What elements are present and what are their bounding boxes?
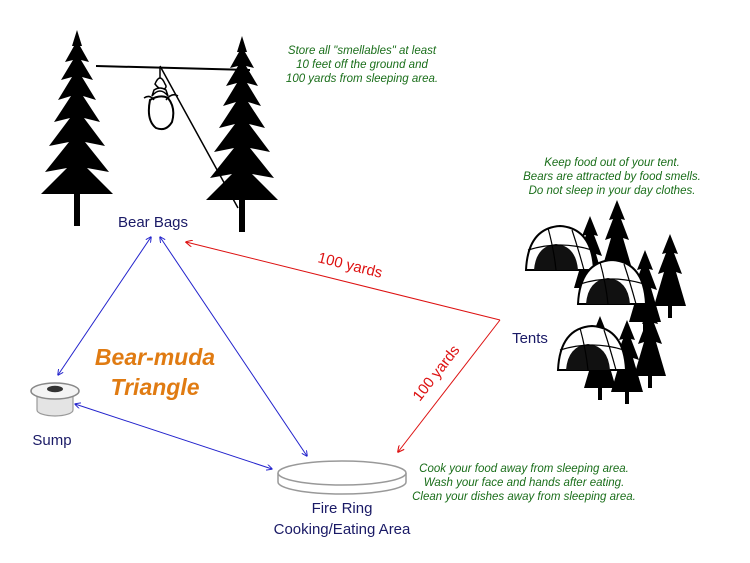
arrow-bags-fire [160,237,307,456]
note-fire-ring: Cook your food away from sleeping area. … [412,463,636,503]
label-sump: Sump [32,432,71,449]
note-line: Store all "smellables" at least [288,45,437,57]
tent-icon [557,325,627,371]
fire-ring-icon [277,460,407,495]
note-line: Cook your food away from sleeping area. [419,463,629,475]
note-line: Keep food out of your tent. [544,157,680,169]
pine-tree-icon [654,234,686,318]
bear-bag-icon [143,67,179,131]
arrow-sump-fire [75,404,272,469]
triangle-arrows [58,237,307,469]
bear-bag-trees [41,30,278,232]
note-bear-bags: Store all "smellables" at least 10 feet … [286,45,438,85]
note-line: Clean your dishes away from sleeping are… [412,491,636,503]
label-fire-ring: Fire Ring [312,500,373,517]
note-line: Do not sleep in your day clothes. [529,185,696,197]
pine-tree-icon [206,36,278,232]
tents-illustration [525,200,686,404]
note-tents: Keep food out of your tent. Bears are at… [523,157,701,197]
note-line: 100 yards from sleeping area. [286,73,438,85]
arrow-tents-bags [186,242,501,321]
label-cooking-area: Cooking/Eating Area [274,521,411,538]
title-line-2: Triangle [110,374,199,400]
label-bear-bags: Bear Bags [118,214,188,231]
sump-icon [30,382,80,417]
note-line: 10 feet off the ground and [296,59,428,71]
distance-arrows [186,242,501,452]
label-tents: Tents [512,330,548,347]
note-line: Bears are attracted by food smells. [523,171,701,183]
distance-tents-fire: 100 yards [409,342,463,404]
arrow-bags-sump [58,237,151,375]
arrow-tents-fire [398,319,501,452]
pine-tree-icon [41,30,113,226]
note-line: Wash your face and hands after eating. [424,477,625,489]
title-line-1: Bear-muda [95,344,215,370]
